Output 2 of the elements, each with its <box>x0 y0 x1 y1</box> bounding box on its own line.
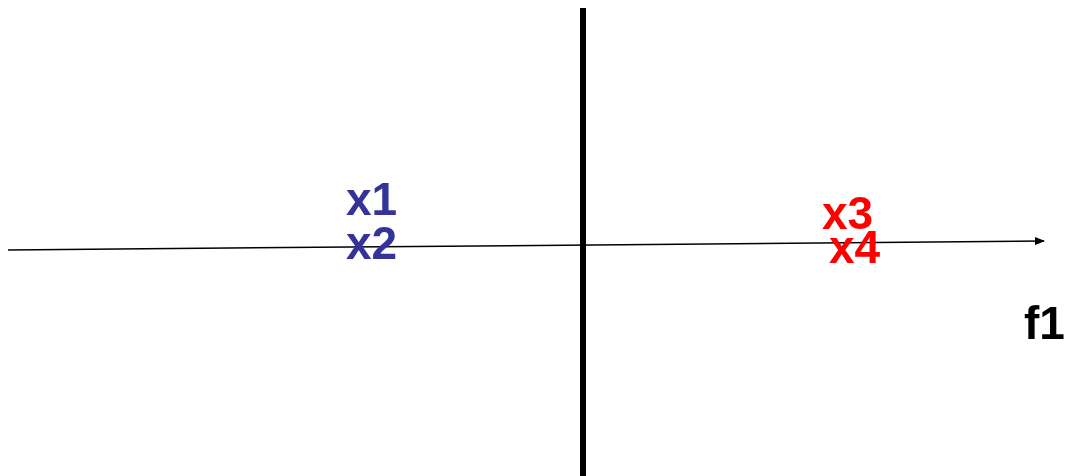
point-label: x1 <box>346 176 398 222</box>
axis-label: f1 <box>1024 300 1065 346</box>
